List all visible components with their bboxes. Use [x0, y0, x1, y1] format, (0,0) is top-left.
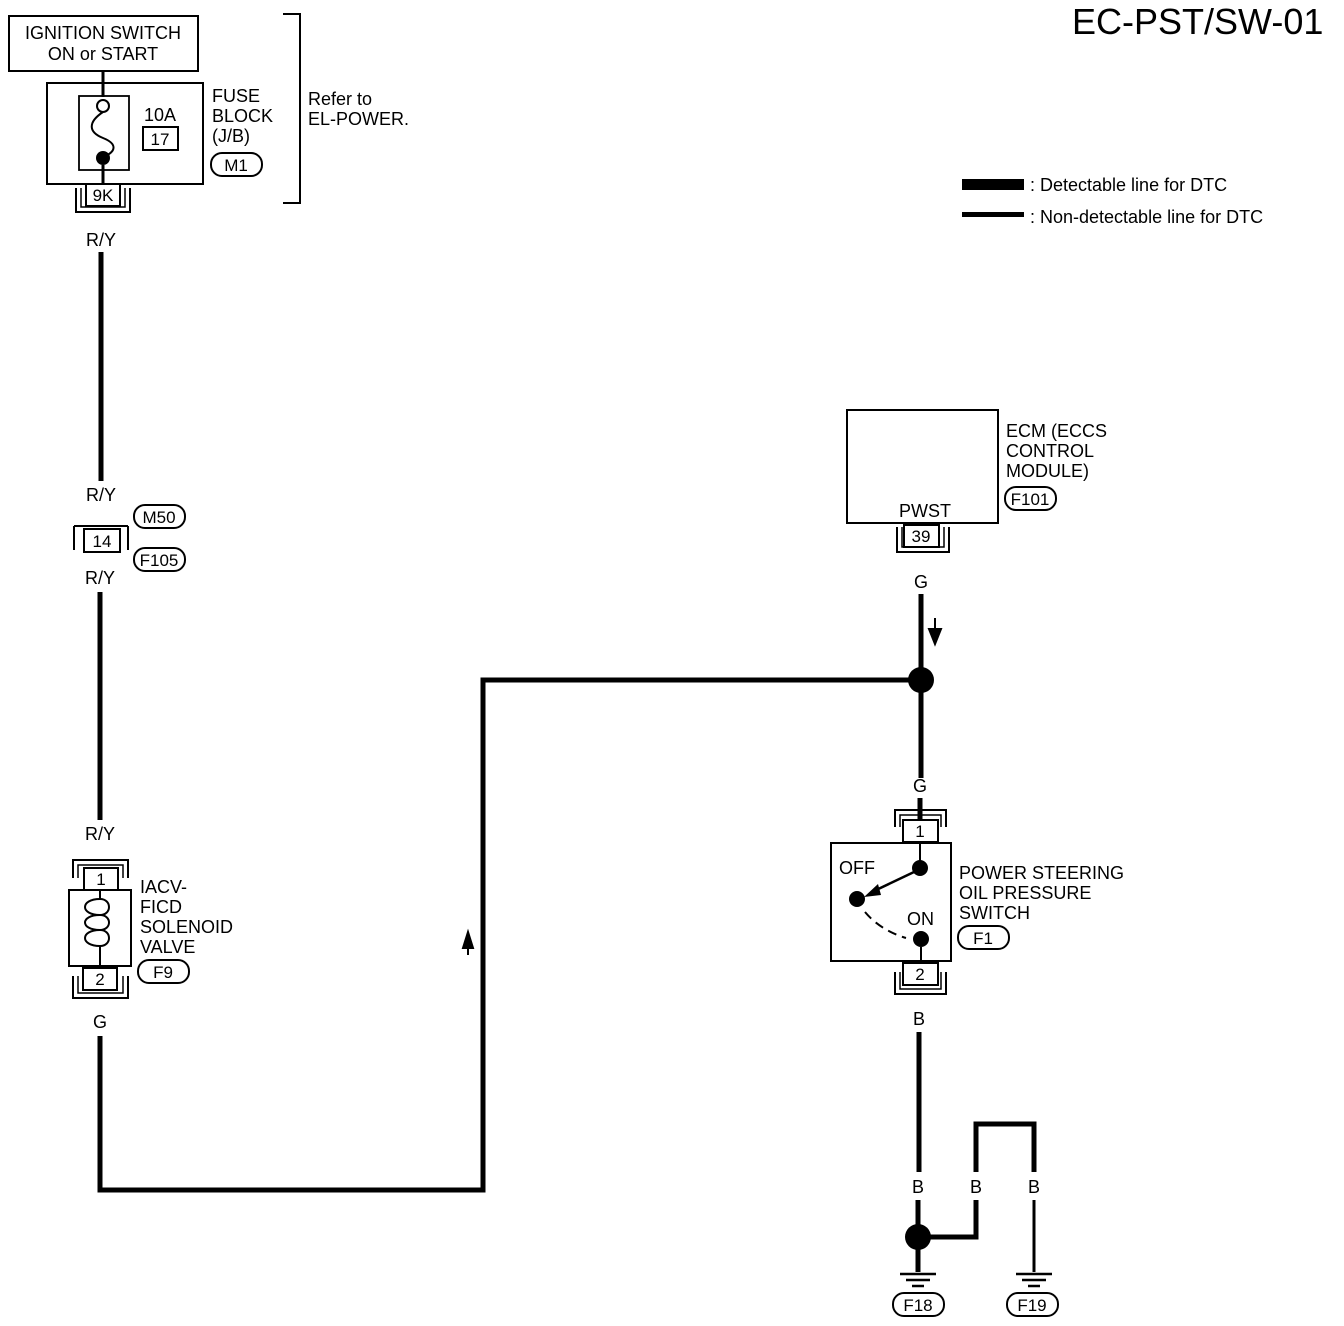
joint-connector-top-badge: [133, 504, 186, 529]
switch-connector-id: F1: [973, 929, 993, 948]
switch-name-line1: POWER STEERING: [959, 863, 1124, 883]
solenoid-pin2: 2: [95, 970, 104, 989]
g-wire-solenoid-to-splice: [97, 677, 920, 1193]
ecm-name-line3: MODULE): [1006, 461, 1089, 481]
coil-icon: [84, 898, 110, 947]
wire-color-b-ground3: B: [1028, 1177, 1040, 1197]
legend-non-detectable-swatch: [962, 212, 1024, 217]
ground-badge-2: [1006, 1292, 1059, 1317]
ecm-connector-id: F101: [1011, 490, 1050, 509]
fuse-name-line3: (J/B): [212, 126, 250, 146]
refer-line2: EL-POWER.: [308, 109, 409, 129]
joint-connector: 14: [73, 525, 129, 553]
fuse-terminal-id: 9K: [93, 186, 114, 205]
legend-detectable-text: : Detectable line for DTC: [1030, 175, 1227, 195]
ecm-connector-badge: [1004, 486, 1057, 511]
ecm: PWST 39: [846, 409, 999, 553]
switch-connector-badge: [957, 925, 1010, 950]
wire-color-b-ground2: B: [970, 1177, 982, 1197]
legend: : Detectable line for DTC : Non-detectab…: [962, 175, 1263, 227]
ignition-line1: IGNITION SWITCH: [25, 23, 181, 43]
fuse-terminal-connector: 9K: [75, 183, 131, 213]
ecm-terminal-pin: 39: [912, 527, 931, 546]
joint-pin: 14: [93, 532, 112, 551]
wire-color-ry-a: R/Y: [86, 230, 116, 250]
joint-connector-bottom-badge: [133, 547, 186, 572]
ground-badge-1: [892, 1292, 945, 1317]
ecm-name-line1: ECM (ECCS: [1006, 421, 1107, 441]
switch-name-line2: OIL PRESSURE: [959, 883, 1091, 903]
wire-color-g-switch: G: [913, 776, 927, 796]
ecm-terminal-name: PWST: [899, 501, 951, 521]
switch-pin1: 1: [915, 822, 924, 841]
current-flow-arrow-up: [461, 928, 475, 955]
current-flow-arrow-down: [927, 618, 943, 647]
switch-on-label: ON: [907, 909, 934, 929]
page-code: EC-PST/SW-01: [1072, 1, 1323, 42]
switch-name-line3: SWITCH: [959, 903, 1030, 923]
switch-arm-arrow-icon: [864, 884, 881, 897]
solenoid-connector-badge: [137, 959, 190, 984]
ground-id-2: F19: [1017, 1296, 1046, 1315]
solenoid-pin1: 1: [96, 870, 105, 889]
wire-color-b-switch: B: [913, 1009, 925, 1029]
ecm-name-line2: CONTROL: [1006, 441, 1094, 461]
splice-point-g: [908, 667, 934, 693]
ground-icon: [1016, 1272, 1052, 1288]
legend-detectable-swatch: [962, 179, 1024, 190]
fuse-name-line2: BLOCK: [212, 106, 273, 126]
fuse-connector-badge: [210, 152, 263, 177]
fuse-name-line1: FUSE: [212, 86, 260, 106]
fuse-terminal-dot: [96, 151, 110, 165]
fuse-block: 10A 17: [46, 82, 204, 185]
solenoid-name-line3: SOLENOID: [140, 917, 233, 937]
wire-color-g-ecm: G: [914, 572, 928, 592]
refer-bracket: [283, 13, 301, 204]
solenoid-connector-id: F9: [153, 963, 173, 982]
solenoid-name-line1: IACV-: [140, 877, 187, 897]
joint-connector-top-id: M50: [142, 508, 175, 527]
wire-color-b-ground1: B: [912, 1177, 924, 1197]
fuse-connector-id: M1: [224, 156, 248, 175]
fuse-number: 17: [151, 130, 170, 149]
wire-color-g-solenoid: G: [93, 1012, 107, 1032]
wire-color-ry-c: R/Y: [85, 568, 115, 588]
solenoid-name-line2: FICD: [140, 897, 182, 917]
ground-id-1: F18: [903, 1296, 932, 1315]
legend-non-detectable-text: : Non-detectable line for DTC: [1030, 207, 1263, 227]
fuse-rating: 10A: [144, 105, 176, 125]
wire-color-ry-b: R/Y: [86, 485, 116, 505]
switch-off-label: OFF: [839, 858, 875, 878]
ground-icon: [900, 1272, 936, 1288]
ignition-line2: ON or START: [48, 44, 158, 64]
switch-pin2: 2: [915, 965, 924, 984]
ignition-switch: IGNITION SWITCH ON or START: [8, 15, 199, 72]
solenoid-name-line4: VALVE: [140, 937, 195, 957]
refer-line1: Refer to: [308, 89, 372, 109]
power-steering-oil-pressure-switch: 1 OFF ON 2: [830, 798, 952, 995]
wire-color-ry-d: R/Y: [85, 824, 115, 844]
joint-connector-bottom-id: F105: [140, 551, 179, 570]
iacv-ficd-solenoid-valve: 1 2: [68, 859, 132, 999]
